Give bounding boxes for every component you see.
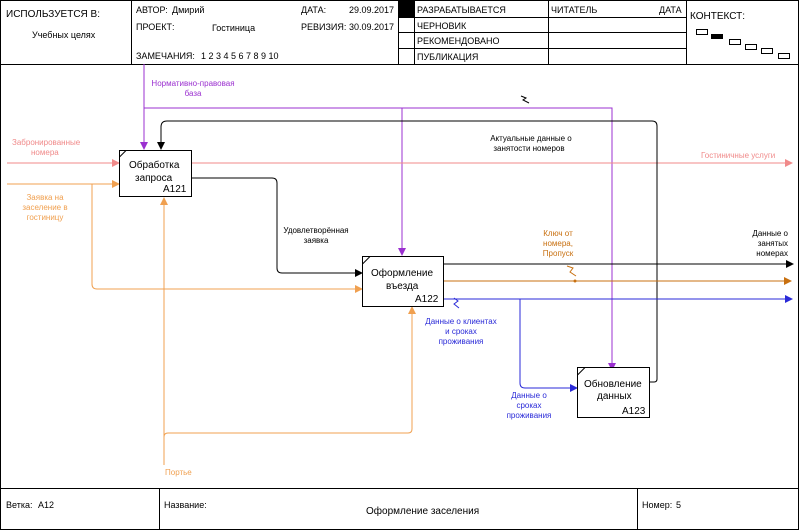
- arrow-settlement-request: [7, 180, 363, 293]
- label-booked-line2: номера: [31, 148, 59, 157]
- label-satisfied-line2: заявка: [304, 236, 329, 245]
- arrow-client-data: [444, 295, 793, 392]
- label-occupied-line2: занятых: [758, 239, 788, 248]
- arrow-porter: [160, 197, 416, 465]
- label-booked-rooms: Забронированные номера: [12, 138, 81, 157]
- label-satisfied-line1: Удовлетворённая: [283, 226, 348, 235]
- author-label: АВТОР:: [136, 5, 168, 15]
- a123-title-line1: Обновление: [584, 378, 642, 390]
- a121-title-line1: Обработка: [129, 159, 180, 171]
- label-actual-line2: занятости номеров: [493, 144, 564, 153]
- number-label: Номер:: [642, 500, 672, 510]
- activity-box-a122[interactable]: Оформление въезда А122: [362, 256, 444, 307]
- header-block: ИСПОЛЬЗУЕТСЯ В: Учебных целях АВТОР: Дми…: [0, 0, 799, 65]
- label-actual-line1: Актуальные данные о: [490, 134, 572, 143]
- label-request-line1: Заявка на: [26, 193, 64, 202]
- label-occupied-line1: Данные о: [752, 229, 788, 238]
- activity-box-a123[interactable]: Обновление данных А123: [577, 367, 650, 418]
- label-reg-line1: Нормативно-правовая: [151, 79, 234, 88]
- label-key-line2: номера,: [543, 239, 573, 248]
- context-thumbnail: [696, 29, 790, 59]
- arrow-satisfied-request: [192, 177, 363, 277]
- number-value: 5: [676, 500, 681, 510]
- label-hotel-services: Гостиничные услуги: [701, 151, 775, 160]
- status-marker: [399, 1, 414, 17]
- label-stay-line2: сроках: [516, 401, 541, 410]
- a122-title-line1: Оформление: [371, 267, 434, 279]
- label-clients-line3: проживания: [439, 337, 484, 346]
- a122-title-line2: въезда: [386, 281, 419, 292]
- label-stay-line3: проживания: [507, 411, 552, 420]
- status-working: РАЗРАБАТЫВАЕТСЯ: [417, 5, 506, 15]
- label-client-data: Данные о клиентах и сроках проживания: [425, 317, 496, 346]
- name-label: Название:: [164, 500, 207, 510]
- label-stay-dates: Данные о сроках проживания: [507, 391, 552, 420]
- label-request-line2: заселение в: [22, 203, 67, 212]
- arrow-actual-occupancy: [157, 120, 658, 383]
- label-porter: Портье: [165, 468, 192, 477]
- revision-value: 30.09.2017: [349, 22, 394, 32]
- key-junction: [573, 279, 577, 283]
- status-draft: ЧЕРНОВИК: [417, 21, 467, 31]
- arrow-regulatory-base: [140, 64, 616, 371]
- a122-code: А122: [415, 294, 439, 305]
- notes-numbers: 1 2 3 4 5 6 7 8 9 10: [201, 51, 279, 61]
- label-clients-line2: и сроках: [445, 327, 477, 336]
- reader-date-label: ДАТА: [659, 5, 682, 15]
- a123-title-line2: данных: [597, 391, 632, 402]
- reader-label: ЧИТАТЕЛЬ: [551, 5, 597, 15]
- squiggle-actual: [520, 95, 530, 104]
- date-value: 29.09.2017: [349, 5, 394, 15]
- label-actual-occupancy: Актуальные данные о занятости номеров: [490, 134, 572, 153]
- context-label: КОНТЕКСТ:: [690, 11, 745, 22]
- diagram-name: Оформление заселения: [366, 505, 479, 517]
- a121-code: А121: [163, 184, 187, 195]
- node-label: Ветка:: [6, 500, 32, 510]
- label-satisfied-request: Удовлетворённая заявка: [283, 226, 348, 245]
- label-occupied-rooms: Данные о занятых номерах: [752, 229, 788, 258]
- label-key-line3: Пропуск: [543, 249, 574, 258]
- label-key-line1: Ключ от: [543, 229, 573, 238]
- label-regulatory-base: Нормативно-правовая база: [151, 79, 234, 98]
- label-request-line3: гостиницу: [27, 213, 64, 222]
- node-value: А12: [38, 500, 54, 510]
- label-clients-line1: Данные о клиентах: [425, 317, 496, 326]
- revision-label: РЕВИЗИЯ:: [301, 22, 346, 32]
- project-label: ПРОЕКТ:: [136, 22, 175, 32]
- date-label: ДАТА:: [301, 5, 326, 15]
- status-publication: ПУБЛИКАЦИЯ: [417, 52, 478, 62]
- used-at-value: Учебных целях: [32, 30, 96, 40]
- label-booked-line1: Забронированные: [12, 138, 81, 147]
- label-reg-line2: база: [185, 89, 202, 98]
- label-key-pass: Ключ от номера, Пропуск: [543, 229, 574, 258]
- author-value: Дмирий: [172, 5, 204, 15]
- a123-code: А123: [622, 406, 646, 417]
- used-at-label: ИСПОЛЬЗУЕТСЯ В:: [6, 9, 100, 20]
- label-stay-line1: Данные о: [511, 391, 547, 400]
- project-value: Гостиница: [212, 23, 255, 33]
- activity-box-a121[interactable]: Обработка запроса А121: [119, 150, 192, 197]
- squiggle-key: [566, 265, 577, 277]
- label-settlement-request: Заявка на заселение в гостиницу: [22, 193, 67, 222]
- label-occupied-line3: номерах: [756, 249, 788, 258]
- status-recommended: РЕКОМЕНДОВАНО: [417, 36, 499, 46]
- notes-label: ЗАМЕЧАНИЯ:: [136, 51, 195, 61]
- a121-title-line2: запроса: [135, 173, 173, 184]
- footer-block: Ветка: А12 Название: Оформление заселени…: [0, 488, 799, 530]
- squiggle-clients: [453, 297, 460, 309]
